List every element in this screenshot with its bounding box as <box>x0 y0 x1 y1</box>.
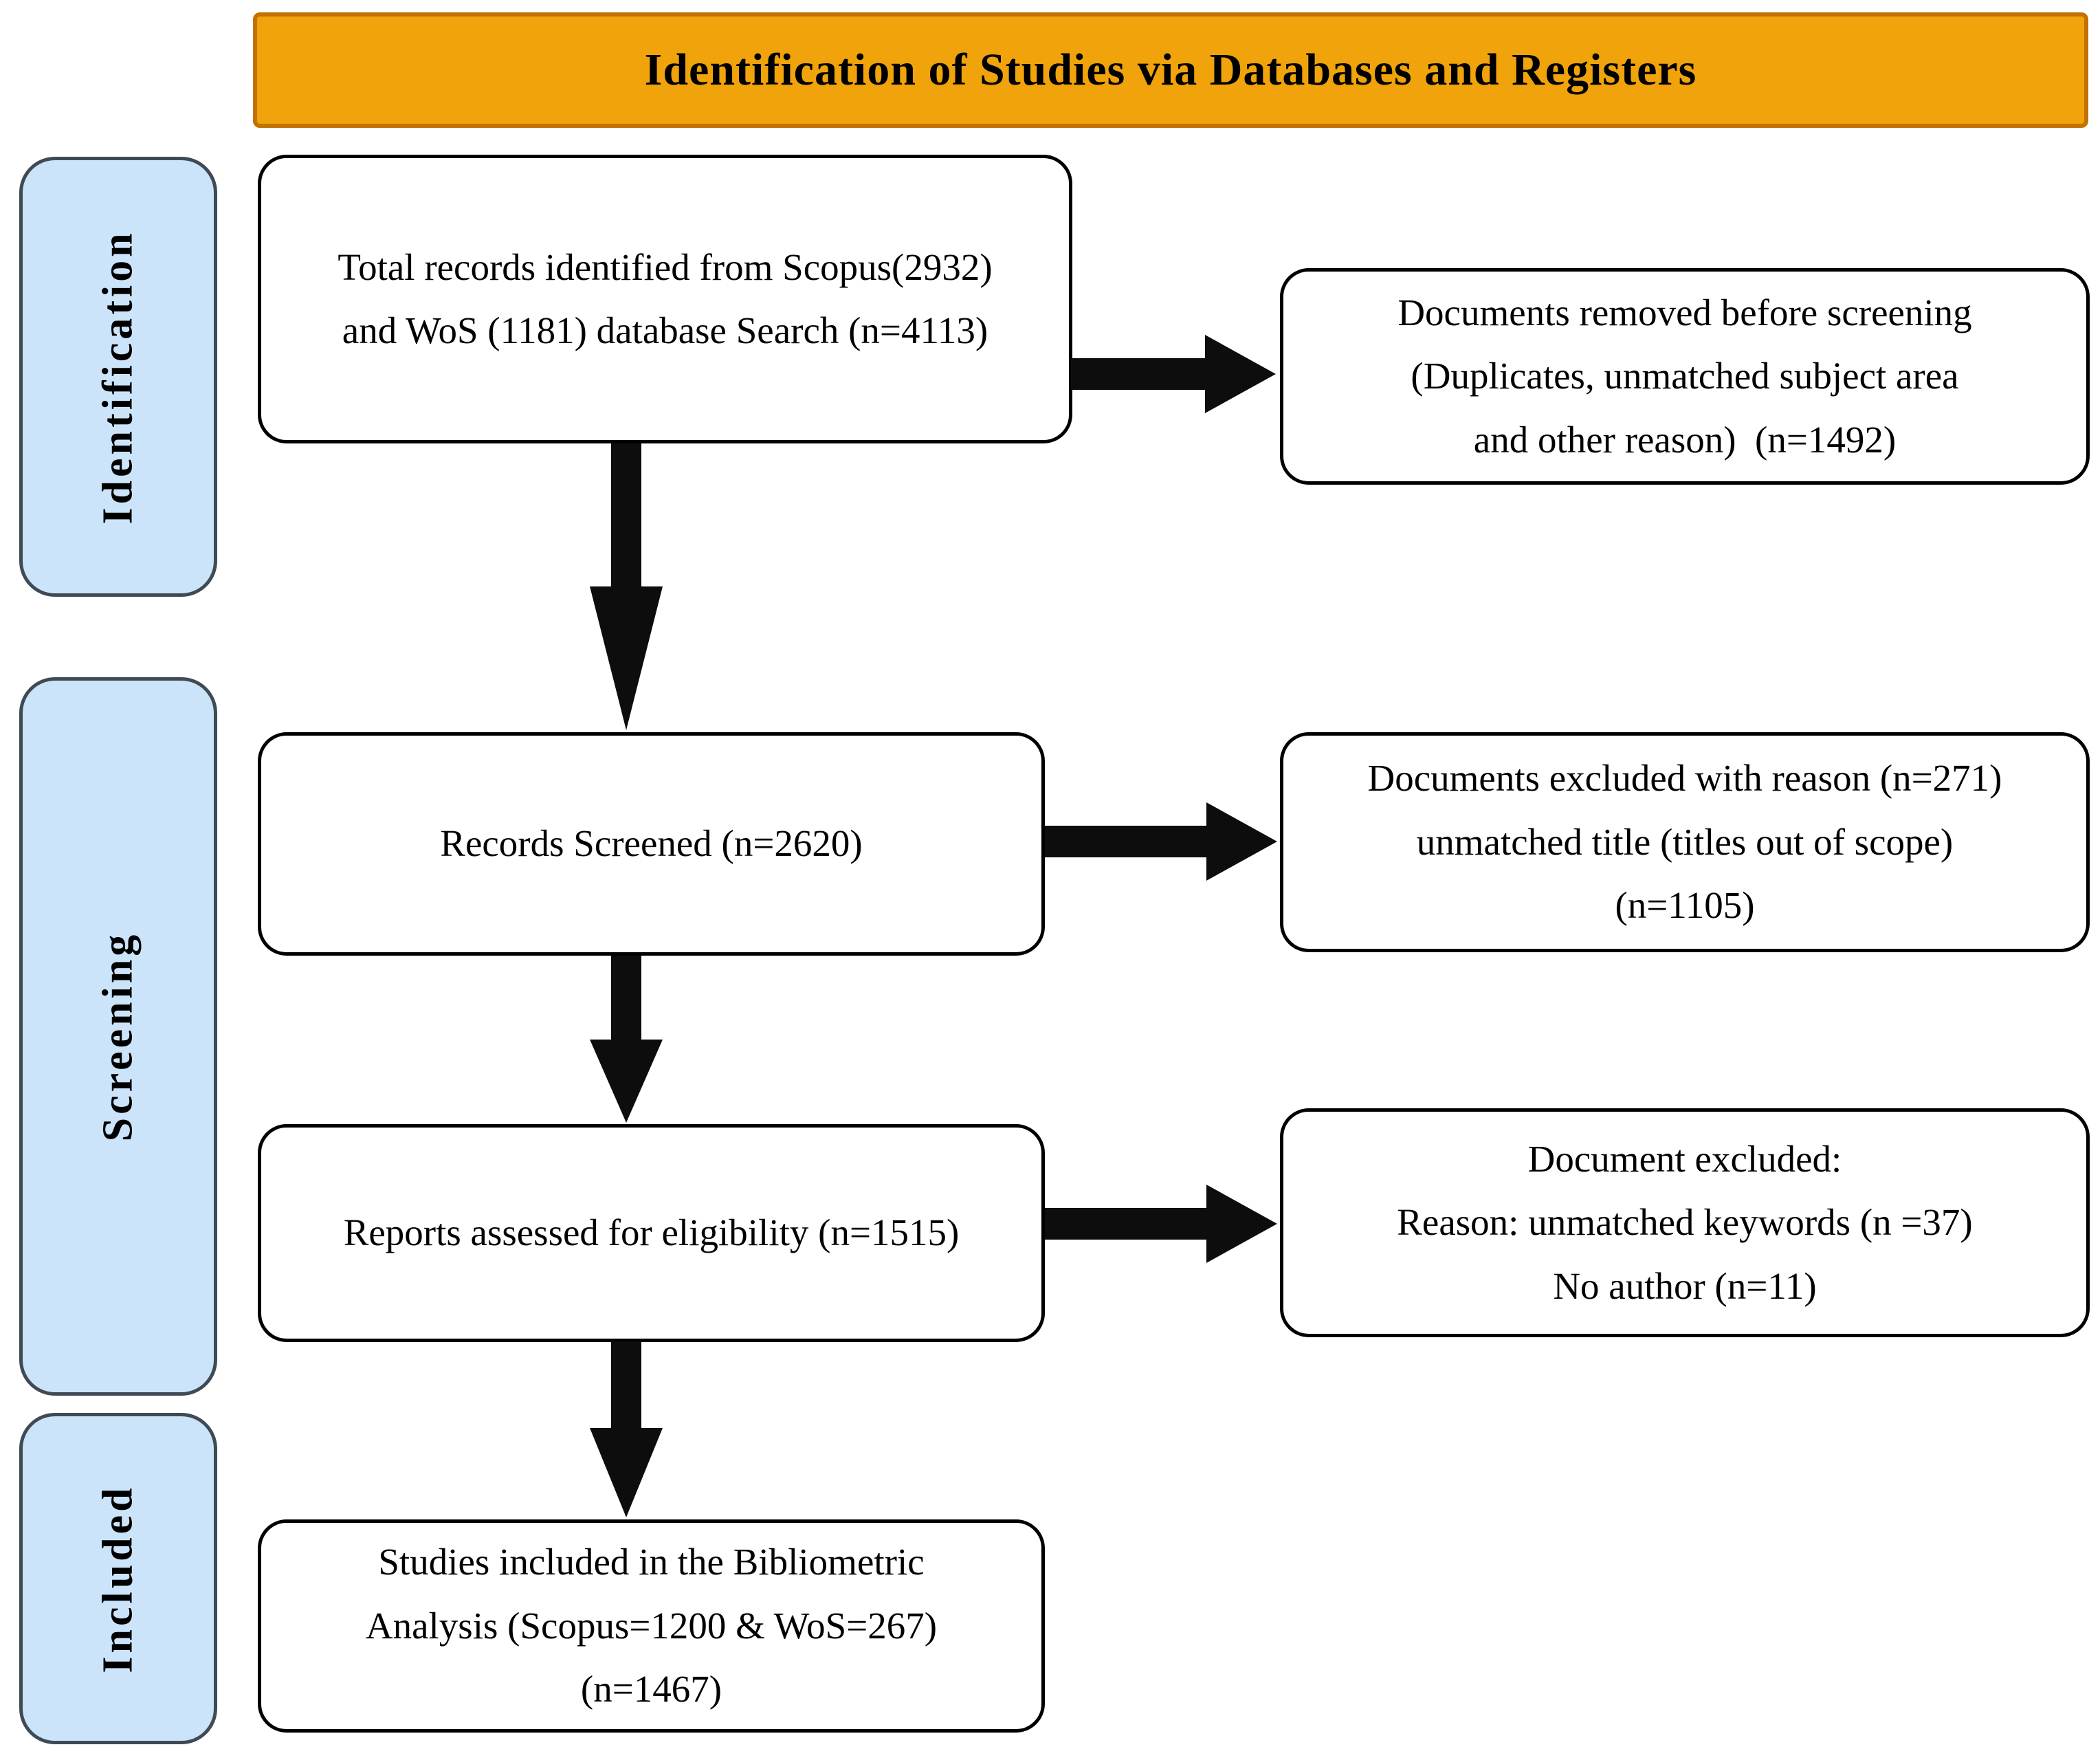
box-studies-included: Studies included in the Bibliometric Ana… <box>258 1519 1045 1733</box>
box-line: (Duplicates, unmatched subject area <box>1411 355 1959 397</box>
box-line: (n=1467) <box>580 1668 722 1711</box>
arrow-right-icon <box>1045 802 1277 881</box>
box-records-identified: Total records identified from Scopus(293… <box>258 155 1072 443</box>
arrow-right-icon <box>1071 335 1276 413</box>
stage-screening-label: Screening <box>94 931 142 1142</box>
stage-included: Included <box>19 1413 217 1744</box>
stage-included-label: Included <box>94 1484 142 1673</box>
arrow-down-icon <box>590 443 663 730</box>
box-line: Document excluded: <box>1527 1137 1842 1180</box>
stage-identification: Identification <box>19 157 217 597</box>
box-documents-excluded-keywords: Document excluded: Reason: unmatched key… <box>1280 1108 2090 1337</box>
box-line: (n=1105) <box>1615 884 1755 927</box>
arrow-down-icon <box>590 956 663 1123</box>
box-line: and other reason) (n=1492) <box>1473 418 1897 461</box>
box-reports-assessed: Reports assessed for eligibility (n=1515… <box>258 1124 1045 1342</box>
box-line: Analysis (Scopus=1200 & WoS=267) <box>365 1604 938 1647</box>
box-line: Reports assessed for eligibility (n=1515… <box>343 1211 960 1254</box>
box-line: and WoS (1181) database Search (n=4113) <box>342 309 988 351</box>
box-line: Records Screened (n=2620) <box>440 822 863 865</box>
box-records-screened: Records Screened (n=2620) <box>258 732 1045 956</box>
diagram-title: Identification of Studies via Databases … <box>644 45 1697 95</box>
box-line: Studies included in the Bibliometric <box>378 1541 925 1583</box>
diagram-title-banner: Identification of Studies via Databases … <box>253 12 2088 128</box>
stage-screening: Screening <box>19 677 217 1396</box>
arrow-down-icon <box>590 1341 663 1517</box>
box-line: unmatched title (titles out of scope) <box>1416 820 1954 863</box>
arrow-right-icon <box>1045 1185 1277 1263</box>
stage-identification-label: Identification <box>94 229 142 525</box>
box-line: Total records identified from Scopus(293… <box>338 245 993 288</box>
box-line: No author (n=11) <box>1553 1264 1817 1307</box>
box-documents-excluded-titles: Documents excluded with reason (n=271) u… <box>1280 732 2090 952</box>
box-documents-removed: Documents removed before screening (Dupl… <box>1280 268 2090 485</box>
box-line: Documents removed before screening <box>1397 291 1972 333</box>
box-line: Reason: unmatched keywords (n =37) <box>1397 1201 1973 1244</box>
box-line: Documents excluded with reason (n=271) <box>1367 757 2002 800</box>
